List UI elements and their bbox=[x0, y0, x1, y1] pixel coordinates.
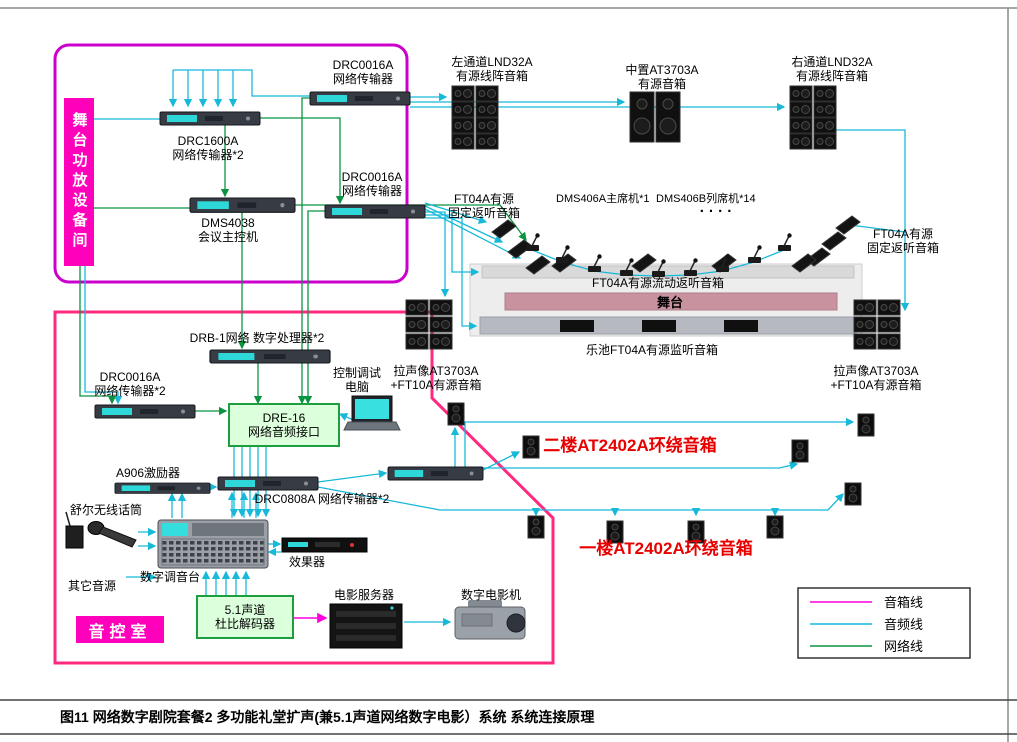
drc0808a-device-2 bbox=[387, 466, 484, 481]
label-dms406b: DMS406B列席机*14 bbox=[656, 193, 756, 205]
stage-platform bbox=[469, 263, 863, 337]
label-other-sources: 其它音源 bbox=[67, 579, 117, 593]
shure-wireless-mics bbox=[65, 511, 137, 549]
digital-mixer bbox=[157, 519, 269, 569]
label-stage: 舞台 bbox=[656, 295, 684, 310]
dms4038-device bbox=[189, 197, 296, 213]
label-pull-image-left: 拉声像AT3703A +FT10A有源音箱 bbox=[390, 364, 482, 393]
dre16-box: DRE-16 网络音频接口 bbox=[228, 403, 340, 447]
label-projector: 数字电影机 bbox=[460, 588, 522, 602]
label-movie-server: 电影服务器 bbox=[333, 588, 395, 602]
label-surround-1f: 一楼AT2402A环绕音箱 bbox=[579, 539, 753, 558]
label-shure: 舒尔无线话筒 bbox=[69, 503, 143, 517]
center-speakers bbox=[629, 91, 681, 143]
a906-device bbox=[114, 482, 211, 494]
label-right-array: 右通道LND32A 有源线阵音箱 bbox=[791, 55, 873, 84]
label-a906: A906激励器 bbox=[115, 466, 181, 480]
label-ft04a-right: FT04A有源 固定返听音箱 bbox=[866, 227, 940, 256]
label-drc0016a-mid: DRC0016A 网络传输器 bbox=[341, 170, 403, 199]
label-drc1600a: DRC1600A 网络传输器*2 bbox=[172, 134, 244, 163]
drc0016a-mid-device bbox=[324, 204, 426, 219]
left-line-array-speakers bbox=[451, 85, 499, 150]
label-pit-monitor: 乐池FT04A有源监听音箱 bbox=[585, 343, 719, 357]
drc0808a-device-1 bbox=[217, 476, 319, 491]
legend bbox=[797, 587, 971, 659]
right-line-array-speakers bbox=[789, 85, 837, 150]
label-control-pc: 控制调试 电脑 bbox=[332, 366, 382, 395]
drc0016a-top-device bbox=[309, 91, 411, 106]
pit-speaker bbox=[560, 320, 594, 332]
projector-device bbox=[454, 600, 526, 640]
legend-speaker-line-label: 音箱线 bbox=[884, 595, 924, 610]
label-drb1: DRB-1网络 数字处理器*2 bbox=[189, 331, 325, 345]
label-left-array: 左通道LND32A 有源线阵音箱 bbox=[451, 55, 533, 84]
label-drc0016a-top: DRC0016A 网络传输器 bbox=[332, 58, 394, 87]
label-drc0016a-ctrl: DRC0016A 网络传输器*2 bbox=[94, 370, 166, 399]
drc1600a-device bbox=[159, 111, 261, 126]
label-pull-image-right: 拉声像AT3703A +FT10A有源音箱 bbox=[830, 364, 922, 393]
label-surround-2f: 二楼AT2402A环绕音箱 bbox=[543, 436, 717, 455]
figure-caption: 图11 网络数字剧院套餐2 多功能礼堂扩声(兼5.1声道网络数字电影）系统 系统… bbox=[60, 709, 595, 725]
legend-network-line-label: 网络线 bbox=[884, 639, 924, 654]
label-drc0808a: DRC0808A 网络传输器*2 bbox=[254, 492, 390, 506]
drc0016a-ctrl-device bbox=[94, 404, 196, 419]
label-dms4038: DMS4038 会议主控机 bbox=[197, 216, 259, 245]
dolby-decoder-box: 5.1声道 杜比解码器 bbox=[196, 595, 294, 639]
drb1-device bbox=[209, 349, 331, 364]
pull-image-right-stack bbox=[853, 299, 901, 350]
label-mixer: 数字调音台 bbox=[139, 570, 201, 584]
wires bbox=[79, 69, 910, 627]
effects-device bbox=[281, 537, 368, 553]
pit-speaker bbox=[642, 320, 676, 332]
movie-server-device bbox=[329, 603, 403, 649]
label-effects: 效果器 bbox=[288, 555, 326, 569]
label-mobile-monitor: FT04A有源流动返听音箱 bbox=[591, 276, 725, 290]
pit-speaker bbox=[724, 320, 758, 332]
pull-image-left-stack bbox=[405, 299, 453, 350]
label-mic-dots: · · · · bbox=[699, 203, 733, 220]
legend-audio-line-label: 音频线 bbox=[884, 617, 924, 632]
stage-amp-room-tag: 舞台功放设备间 bbox=[64, 98, 94, 266]
label-center-speaker: 中置AT3703A 有源音箱 bbox=[625, 63, 699, 92]
stage-amp-room-outline bbox=[53, 43, 409, 284]
page-frame bbox=[0, 7, 1017, 742]
control-pc-laptop bbox=[343, 395, 401, 431]
label-ft04a-left: FT04A有源 固定返听音箱 bbox=[447, 192, 521, 221]
surround-1f-speakers bbox=[527, 482, 862, 544]
label-dms406a: DMS406A主席机*1 bbox=[556, 193, 650, 205]
control-room-tag: 音控室 bbox=[76, 616, 164, 643]
